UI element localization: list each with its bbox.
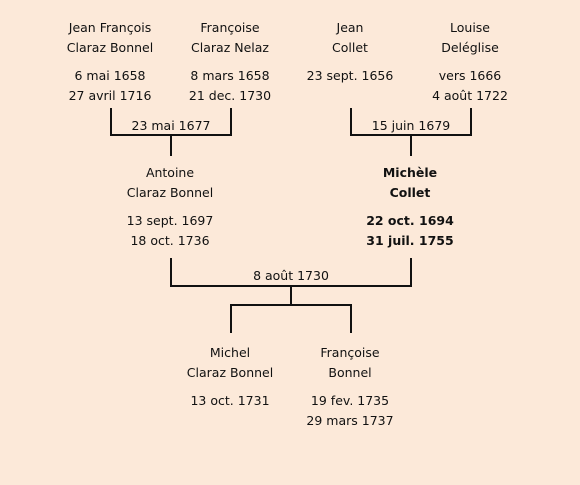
connector-line <box>350 304 352 333</box>
person-family-name: Claraz Bonnel <box>66 40 154 55</box>
person-birth-date: 8 mars 1658 <box>190 68 270 83</box>
connector-line <box>410 134 412 156</box>
connector-line <box>170 258 172 286</box>
connector-line <box>470 108 472 136</box>
person-death-date: 31 juil. 1755 <box>366 233 454 248</box>
person-family-name: Collet <box>389 185 431 200</box>
connector-line <box>290 285 292 305</box>
person-first-name: Antoine <box>145 165 195 180</box>
person-first-name: Michèle <box>382 165 438 180</box>
person-death-date: 18 oct. 1736 <box>130 233 210 248</box>
person-family-name: Bonnel <box>328 365 372 380</box>
marriage-date-left: 23 mai 1677 <box>131 118 211 133</box>
person-michel-claraz-bonnel: Michel Claraz Bonnel 13 oct. 1731 <box>160 343 300 411</box>
person-first-name: Jean <box>336 20 364 35</box>
connector-line <box>110 108 112 136</box>
person-birth-date: 23 sept. 1656 <box>306 68 394 83</box>
person-first-name: Françoise <box>200 20 260 35</box>
person-family-name: Collet <box>332 40 368 55</box>
person-francoise-claraz-nelaz: Françoise Claraz Nelaz 8 mars 1658 21 de… <box>160 18 300 106</box>
connector-line <box>230 108 232 136</box>
person-jean-collet: Jean Collet 23 sept. 1656 <box>280 18 420 86</box>
person-first-name: Louise <box>450 20 490 35</box>
person-birth-date: 19 fev. 1735 <box>310 393 390 408</box>
connector-line <box>410 258 412 286</box>
person-family-name: Claraz Bonnel <box>186 365 274 380</box>
person-death-date: 4 août 1722 <box>432 88 508 103</box>
person-birth-date: 13 sept. 1697 <box>126 213 214 228</box>
person-birth-date: 6 mai 1658 <box>74 68 146 83</box>
person-jean-francois-claraz-bonnel: Jean François Claraz Bonnel 6 mai 1658 2… <box>40 18 180 106</box>
person-family-name: Claraz Nelaz <box>191 40 269 55</box>
person-family-name: Deléglise <box>441 40 499 55</box>
person-birth-date: 22 oct. 1694 <box>366 213 454 228</box>
person-michele-collet: Michèle Collet 22 oct. 1694 31 juil. 175… <box>340 163 480 251</box>
person-francoise-bonnel: Françoise Bonnel 19 fev. 1735 29 mars 17… <box>280 343 420 431</box>
person-antoine-claraz-bonnel: Antoine Claraz Bonnel 13 sept. 1697 18 o… <box>100 163 240 251</box>
connector-line <box>350 108 352 136</box>
person-death-date: 27 avril 1716 <box>68 88 152 103</box>
connector-line <box>170 134 172 156</box>
connector-line <box>230 304 232 333</box>
person-death-date: 29 mars 1737 <box>306 413 394 428</box>
connector-line <box>230 304 352 306</box>
marriage-date-right: 15 juin 1679 <box>371 118 451 133</box>
person-first-name: Michel <box>209 345 251 360</box>
person-first-name: Jean François <box>68 20 152 35</box>
person-death-date: 21 dec. 1730 <box>188 88 272 103</box>
marriage-date-parents: 8 août 1730 <box>253 268 329 283</box>
person-birth-date: vers 1666 <box>438 68 502 83</box>
person-first-name: Françoise <box>320 345 380 360</box>
person-birth-date: 13 oct. 1731 <box>190 393 270 408</box>
person-louise-deleglise: Louise Deléglise vers 1666 4 août 1722 <box>400 18 540 106</box>
person-family-name: Claraz Bonnel <box>126 185 214 200</box>
